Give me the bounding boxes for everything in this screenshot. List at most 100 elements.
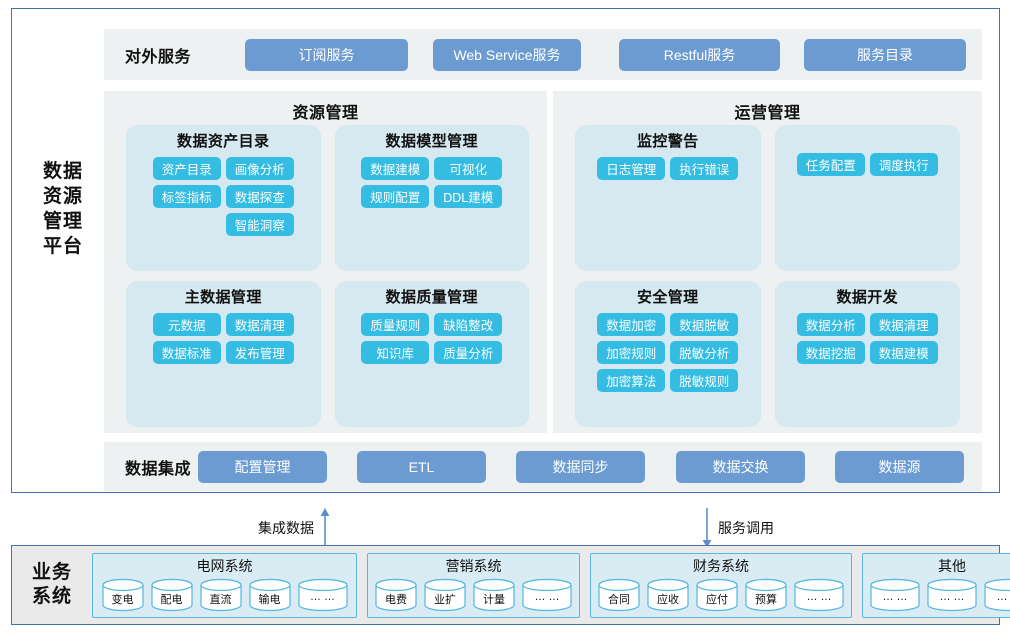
chip-data-modeling[interactable]: 数据建模 [361, 157, 430, 180]
chip-quality-rule[interactable]: 质量规则 [361, 313, 430, 336]
db-business-expansion[interactable]: 业扩 [423, 578, 467, 612]
db-label: 直流 [209, 593, 232, 606]
chip-data-analysis[interactable]: 数据分析 [796, 313, 865, 336]
chip-publish-management[interactable]: 发布管理 [225, 341, 294, 364]
chip-masking-analysis[interactable]: 脱敏分析 [670, 341, 739, 364]
db-transmission[interactable]: 输电 [248, 578, 292, 612]
platform-title-line-1: 数据 [42, 161, 83, 182]
chip-schedule-execution[interactable]: 调度执行 [869, 153, 938, 176]
db-electricity-fee[interactable]: 电费 [374, 578, 418, 612]
chip-data-standard[interactable]: 数据标准 [152, 341, 221, 364]
group-data-development: 数据开发 数据分析 数据清理 数据挖掘 数据建模 [774, 281, 960, 427]
chip-rule-config[interactable]: 规则配置 [361, 185, 430, 208]
integration-button-etl[interactable]: ETL [357, 450, 486, 483]
operations-management-groups: 监控警告 日志管理 执行错误 任务配置 调度执行 安全管理 [553, 125, 982, 427]
business-systems-groups: 电网系统 变电 配电 直流 [92, 552, 1010, 618]
db-more[interactable]: … … [297, 578, 349, 612]
chip-data-cleaning[interactable]: 数据清理 [225, 313, 294, 336]
db-other-1[interactable]: … … [869, 578, 921, 612]
group-security-management-title: 安全管理 [636, 289, 699, 306]
group-monitoring-alert: 监控警告 日志管理 执行错误 [575, 125, 761, 271]
db-substation[interactable]: 变电 [101, 578, 145, 612]
connector-service-call: 服务调用 [700, 508, 774, 548]
chip-encryption-rule[interactable]: 加密规则 [597, 341, 666, 364]
chip-quality-analysis[interactable]: 质量分析 [434, 341, 503, 364]
chip-smart-insight[interactable]: 智能洞察 [225, 213, 294, 236]
data-integration-title: 数据集成 [124, 460, 191, 478]
chip-data-encryption[interactable]: 数据加密 [597, 313, 666, 336]
chip-masking-rule[interactable]: 脱敏规则 [670, 369, 739, 392]
chip-ddl-modeling[interactable]: DDL建模 [434, 185, 503, 208]
integration-button-data-source[interactable]: 数据源 [835, 450, 964, 483]
chip-metadata[interactable]: 元数据 [152, 313, 221, 336]
db-label: … … [882, 590, 908, 603]
panel-operations-management: 运营管理 监控警告 日志管理 执行错误 任务配置 调度执行 [553, 91, 982, 433]
service-button-catalog[interactable]: 服务目录 [804, 38, 966, 71]
db-other-3[interactable]: … … [983, 578, 1010, 612]
chip-data-cleaning-dev[interactable]: 数据清理 [869, 313, 938, 336]
db-label: … … [806, 590, 832, 603]
chip-execution-error[interactable]: 执行错误 [670, 157, 739, 180]
chip-list: 质量规则 缺陷整改 知识库 质量分析 [344, 313, 521, 364]
db-other-2[interactable]: … … [926, 578, 978, 612]
arrow-down-icon [702, 508, 712, 548]
platform-title-line-3: 管理 [42, 211, 83, 233]
db-label: 电费 [385, 593, 407, 606]
group-task-scheduling: 任务配置 调度执行 [774, 125, 960, 271]
db-row: 变电 配电 直流 输电 [101, 578, 349, 612]
chip-data-exploration[interactable]: 数据探查 [225, 185, 294, 208]
chip-task-config[interactable]: 任务配置 [796, 153, 865, 176]
db-distribution[interactable]: 配电 [150, 578, 194, 612]
service-button-web-service[interactable]: Web Service服务 [433, 38, 581, 71]
db-more[interactable]: … … [521, 578, 573, 612]
group-data-development-title: 数据开发 [836, 289, 899, 306]
db-label: 应付 [706, 593, 728, 606]
chip-encryption-algorithm[interactable]: 加密算法 [597, 369, 666, 392]
db-payable[interactable]: 应付 [695, 578, 739, 612]
chip-data-modeling-dev[interactable]: 数据建模 [869, 341, 938, 364]
integration-button-data-sync[interactable]: 数据同步 [516, 450, 645, 483]
biz-group-finance: 财务系统 合同 应收 应付 [590, 552, 852, 618]
db-receivable[interactable]: 应收 [646, 578, 690, 612]
panel-resource-management: 资源管理 数据资产目录 资产目录 画像分析 标签指标 数据探查 智能洞察 数据模… [104, 91, 547, 433]
connector-service-call-label: 服务调用 [718, 520, 774, 536]
chip-tag-indicator[interactable]: 标签指标 [152, 185, 221, 208]
chip-list: 元数据 数据清理 数据标准 发布管理 [135, 313, 312, 364]
integration-button-data-exchange[interactable]: 数据交换 [676, 450, 805, 483]
chip-data-mining[interactable]: 数据挖掘 [796, 341, 865, 364]
chip-portrait-analysis[interactable]: 画像分析 [225, 157, 294, 180]
panel-operations-management-title: 运营管理 [734, 105, 801, 122]
service-button-subscription[interactable]: 订阅服务 [245, 38, 408, 71]
db-budget[interactable]: 预算 [744, 578, 788, 612]
db-label: 业扩 [434, 593, 456, 606]
group-data-quality-management: 数据质量管理 质量规则 缺陷整改 知识库 质量分析 [334, 281, 529, 427]
db-contract[interactable]: 合同 [597, 578, 641, 612]
chip-defect-rectification[interactable]: 缺陷整改 [434, 313, 503, 336]
chip-knowledge-base[interactable]: 知识库 [361, 341, 430, 364]
business-systems-title: 业务 系统 [12, 561, 92, 610]
chip-list: 资产目录 画像分析 标签指标 数据探查 智能洞察 [135, 157, 312, 236]
db-more[interactable]: … … [793, 578, 845, 612]
connector-integrate-data-label: 集成数据 [258, 520, 314, 536]
db-label: 输电 [258, 593, 281, 606]
db-direct-current[interactable]: 直流 [199, 578, 243, 612]
business-systems-title-line-2: 系统 [31, 586, 72, 607]
integration-button-config-management[interactable]: 配置管理 [198, 450, 327, 483]
service-button-restful[interactable]: Restful服务 [619, 38, 780, 71]
chip-log-management[interactable]: 日志管理 [597, 157, 666, 180]
db-metering[interactable]: 计量 [472, 578, 516, 612]
group-master-data-management: 主数据管理 元数据 数据清理 数据标准 发布管理 [126, 281, 321, 427]
group-monitoring-alert-title: 监控警告 [636, 133, 699, 150]
panel-resource-management-title: 资源管理 [292, 105, 359, 122]
db-label: 合同 [608, 593, 630, 606]
chip-asset-catalog[interactable]: 资产目录 [152, 157, 221, 180]
db-row: 电费 业扩 计量 … … [374, 578, 573, 612]
db-label: 应收 [657, 593, 679, 606]
chip-data-masking[interactable]: 数据脱敏 [670, 313, 739, 336]
resource-management-groups: 数据资产目录 资产目录 画像分析 标签指标 数据探查 智能洞察 数据模型管理 数… [104, 125, 547, 427]
biz-group-power-grid: 电网系统 变电 配电 直流 [92, 552, 357, 618]
group-data-model-management: 数据模型管理 数据建模 可视化 规则配置 DDL建模 [334, 125, 529, 271]
platform-title: 数据 资源 管理 平台 [24, 159, 102, 259]
chip-visualization[interactable]: 可视化 [434, 157, 503, 180]
